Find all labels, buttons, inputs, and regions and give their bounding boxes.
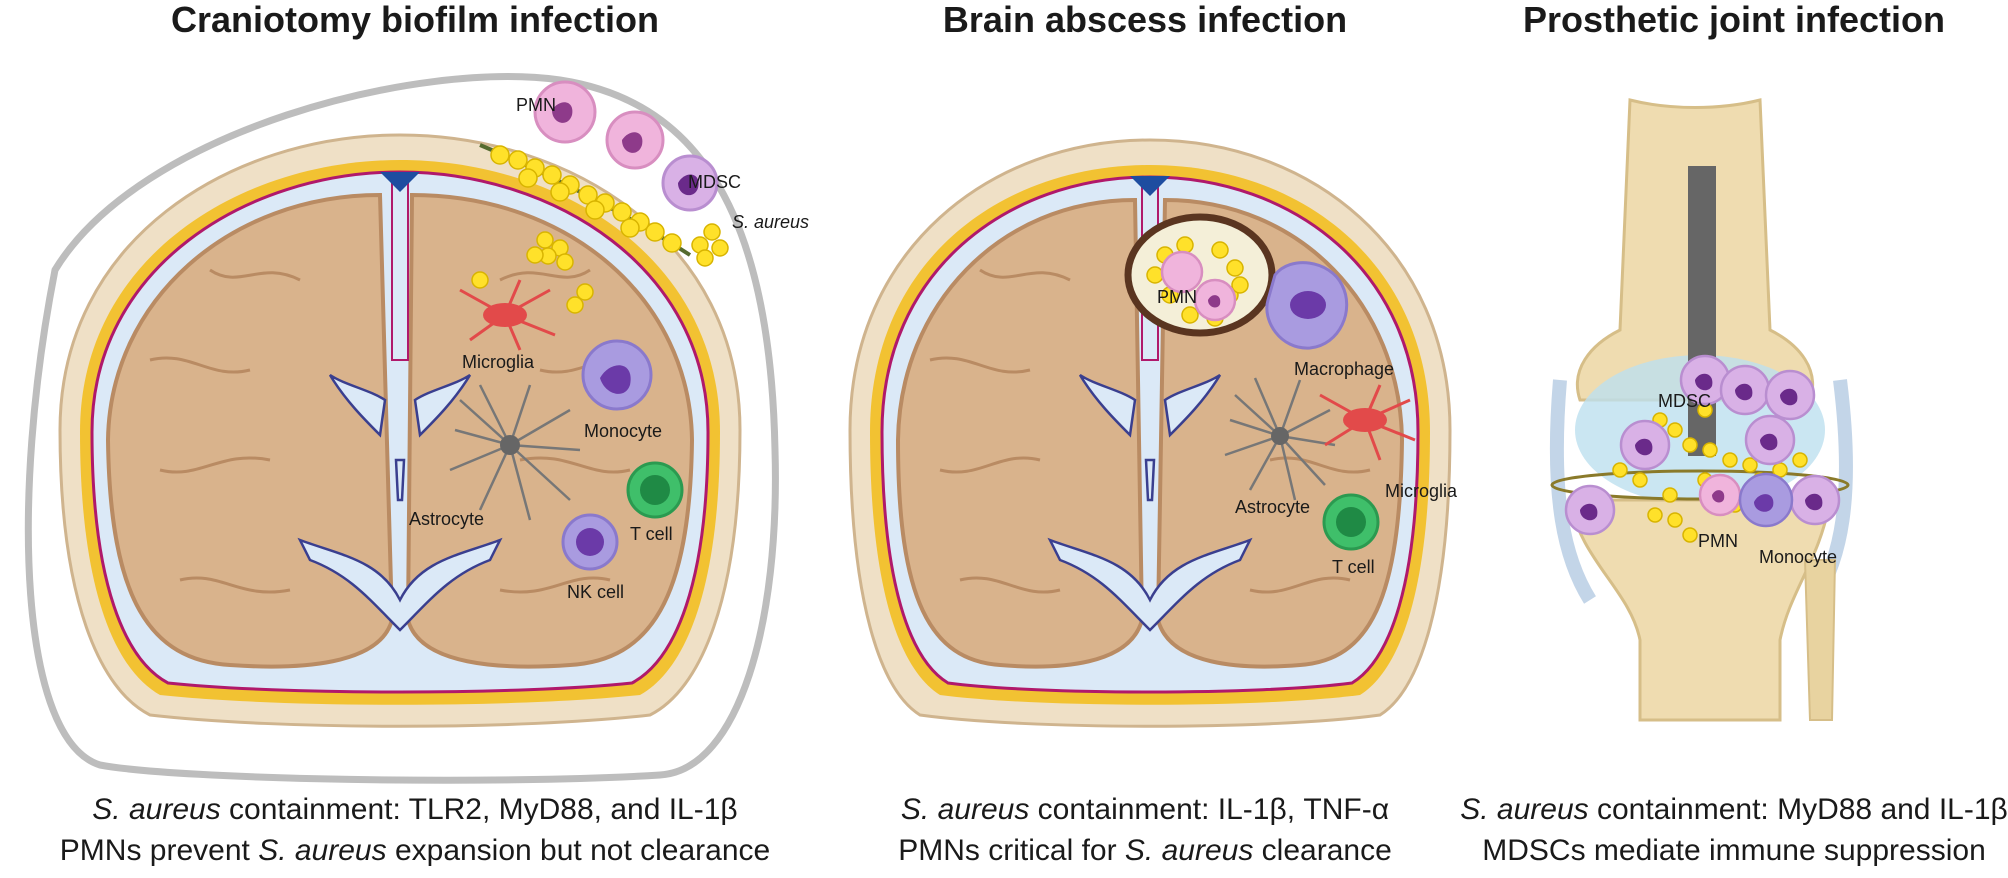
label-astrocyte: Astrocyte [409,509,484,529]
label-pmn: PMN [1698,531,1738,551]
label-macrophage: Macrophage [1294,359,1394,379]
astrocyte-cell [449,384,581,521]
panel-prosthetic-joint: Prosthetic joint infection [1460,0,2008,878]
temporal-horns [297,537,503,632]
caption: S. aureus containment: MyD88 and IL-1β M… [1460,789,2008,871]
label-t-cell: T cell [1332,557,1375,577]
caption-line-1: S. aureus containment: TLR2, MyD88, and … [92,793,738,826]
caption-line-2: PMNs critical for S. aureus clearance [898,834,1392,867]
caption-line-2: MDSCs mediate immune suppression [1482,834,1986,867]
panel-title: Craniotomy biofilm infection [170,0,659,40]
lateral-ventricle-left [328,373,387,438]
caption: S. aureus containment: TLR2, MyD88, and … [0,789,830,871]
panel-title: Prosthetic joint infection [1522,0,1945,40]
label-microglia: Microglia [1385,481,1458,501]
microglia-cell [459,279,556,351]
craniotomy-brain-diagram: PMN MDSC S. aureus Microglia Monocyte As… [24,73,809,784]
label-monocyte: Monocyte [584,421,662,441]
panel-craniotomy: Craniotomy biofilm infection [0,0,830,878]
third-ventricle [394,458,406,502]
label-astrocyte: Astrocyte [1235,497,1310,517]
label-mdsc: MDSC [688,172,741,192]
label-pmn: PMN [516,95,556,115]
label-pmn: PMN [1157,287,1197,307]
label-microglia: Microglia [462,352,535,372]
lateral-ventricle-right [413,373,472,438]
pmn-cell-1 [1160,250,1204,294]
caption-line-2: PMNs prevent S. aureus expansion but not… [59,834,771,867]
panel-brain-abscess: Brain abscess infection [830,0,1460,878]
caption: S. aureus containment: IL-1β, TNF-α PMNs… [830,789,1460,871]
fibula [1803,559,1837,721]
tibia [1568,498,1832,722]
microglia-cell [1319,384,1416,461]
panel-title: Brain abscess infection [942,0,1348,40]
label-nk-cell: NK cell [567,582,624,602]
biofilm-outline [24,73,779,784]
astrocyte-cell [1224,377,1336,501]
caption-line-1: S. aureus containment: IL-1β, TNF-α [900,793,1390,826]
caption-line-1: S. aureus containment: MyD88 and IL-1β [1460,793,2008,826]
label-t-cell: T cell [630,524,673,544]
knee-joint-diagram: MDSC PMN Monocyte [1549,98,1853,722]
s-aureus-cluster [471,120,729,314]
label-s-aureus: S. aureus [732,212,809,232]
label-mdsc: MDSC [1658,391,1711,411]
brain-abscess-diagram: PMN Macrophage Astrocyte Microglia T cel… [848,138,1458,728]
label-monocyte: Monocyte [1759,547,1837,567]
